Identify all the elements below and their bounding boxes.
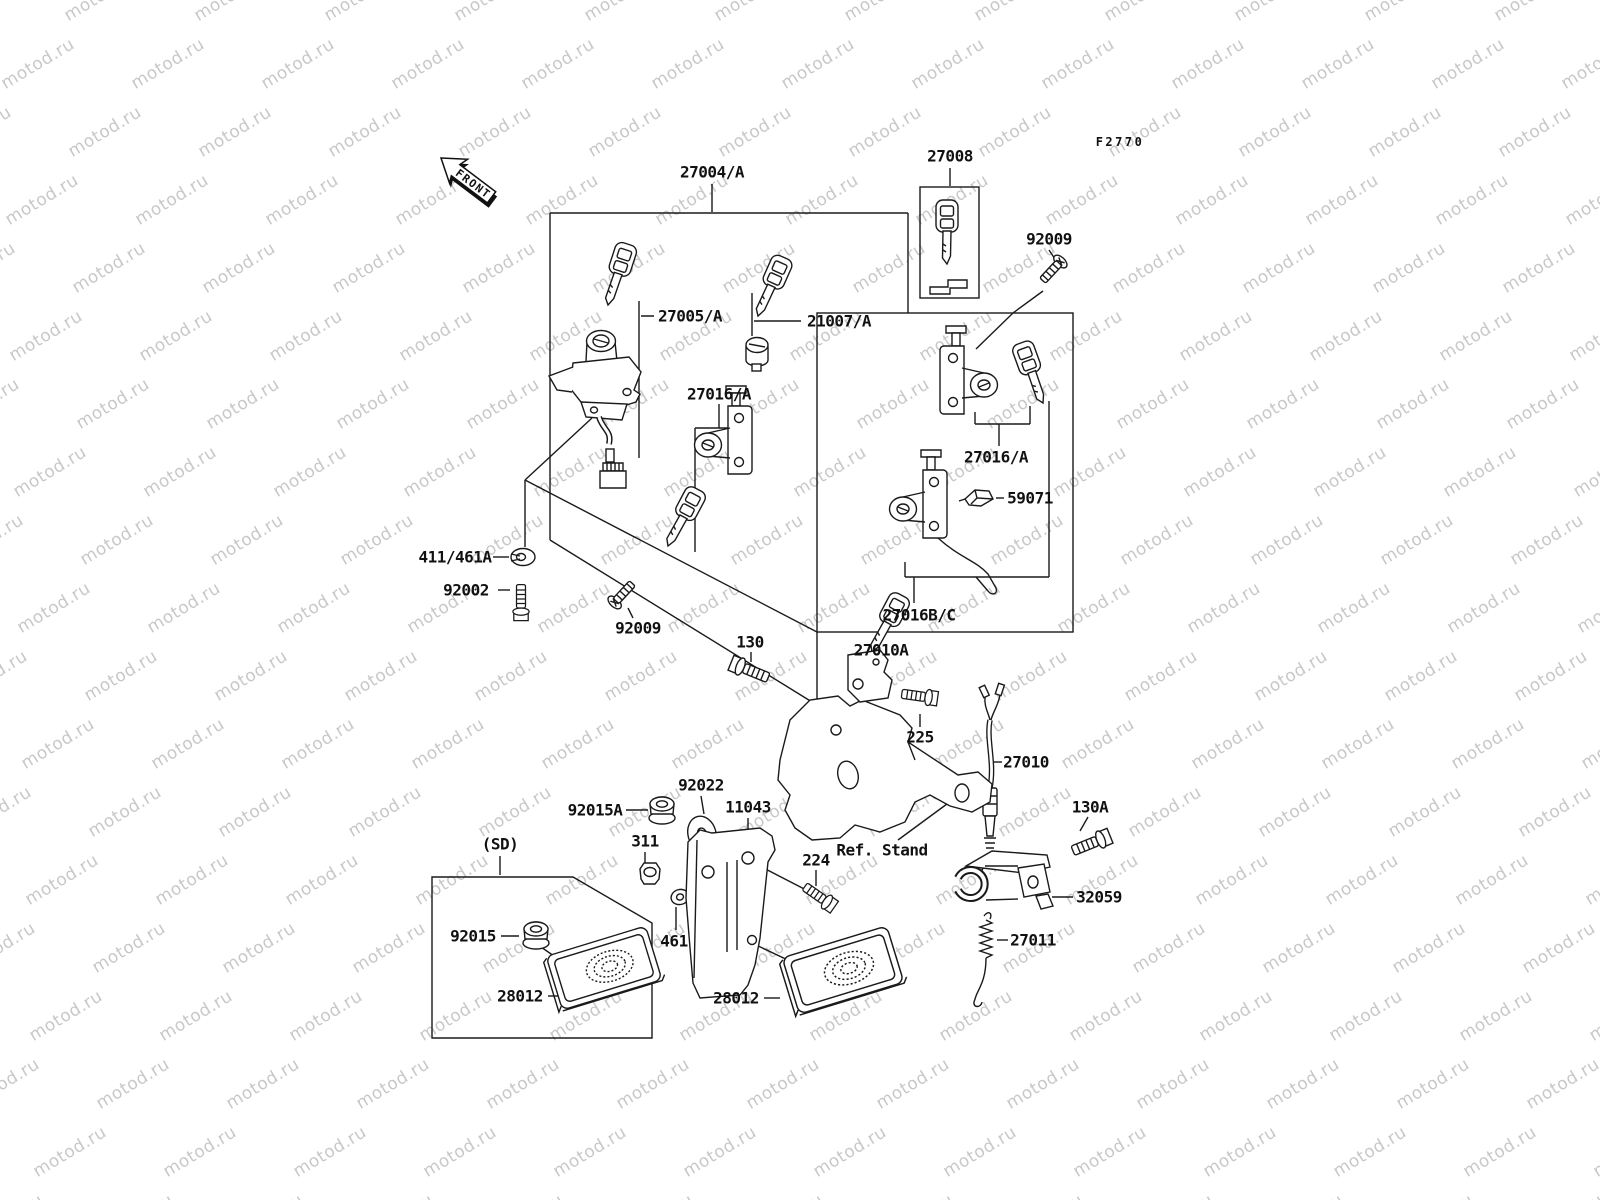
part-label-21007A: 21007/A — [807, 311, 871, 331]
key-clip-27008-icon — [929, 279, 968, 295]
part-label-28012-mid: 28012 — [713, 988, 759, 1008]
clamp-32059-drawing — [954, 850, 1054, 910]
part-label-92015A: 92015A — [567, 800, 623, 820]
ref-stand-bracket-drawing — [777, 695, 993, 841]
ignition-switch-drawing — [547, 329, 642, 489]
part-label-28012-left: 28012 — [497, 986, 543, 1006]
part-label-27010A: 27010A — [853, 640, 909, 660]
part-label-27016A-mid: 27016/A — [687, 384, 751, 404]
spring-27011-drawing — [973, 912, 995, 1008]
part-label-11043: 11043 — [725, 797, 771, 817]
part-label-59071: 59071 — [1007, 488, 1053, 508]
part-label-27005A: 27005/A — [658, 306, 722, 326]
switch-27010A-drawing — [847, 649, 893, 703]
cylinder-21007-drawing — [745, 336, 769, 372]
part-label-27016A-right: 27016/A — [964, 447, 1028, 467]
part-label-27010: 27010 — [1003, 752, 1049, 772]
group-box-right — [816, 312, 1074, 633]
washer-411-461A-icon — [510, 547, 536, 567]
part-label-225: 225 — [906, 727, 934, 747]
part-label-92009-top: 92009 — [1026, 229, 1072, 249]
part-label-411-461A: 411/461A — [418, 547, 492, 567]
part-label-461: 461 — [660, 931, 688, 951]
nut-311-icon — [639, 862, 661, 885]
part-label-130A: 130A — [1071, 797, 1109, 817]
part-label-311: 311 — [631, 831, 659, 851]
part-label-92022: 92022 — [678, 775, 724, 795]
part-label-SD: (SD) — [481, 834, 519, 854]
group-box-27008 — [919, 186, 980, 299]
part-label-92009-low: 92009 — [615, 618, 661, 638]
lock-27016bc-drawing — [888, 449, 998, 595]
part-label-92002: 92002 — [443, 580, 489, 600]
clip-59071-icon — [958, 489, 994, 507]
part-label-130: 130 — [736, 632, 764, 652]
part-label-224: 224 — [802, 850, 830, 870]
part-label-27008: 27008 — [927, 146, 973, 166]
figure-code: F2770 — [1095, 135, 1145, 149]
part-label-92015: 92015 — [450, 926, 496, 946]
leader-lines — [493, 168, 1089, 999]
part-label-27004A: 27004/A — [680, 162, 744, 182]
part-label-27011: 27011 — [1010, 930, 1056, 950]
part-label-ref-stand: Ref. Stand — [836, 840, 928, 860]
bracket-11043-drawing — [685, 827, 776, 999]
part-label-32059: 32059 — [1076, 887, 1122, 907]
part-label-27016BC: 27016B/C — [882, 605, 956, 625]
